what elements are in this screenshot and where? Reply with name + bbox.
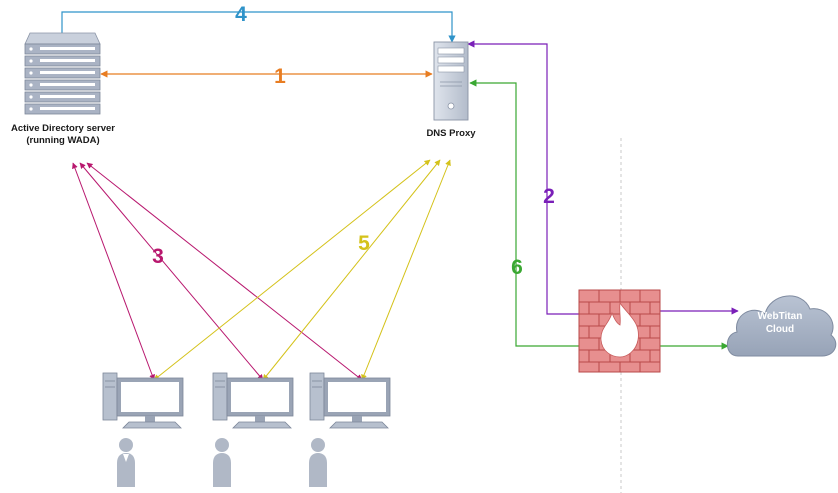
ad-server-label-line2: (running WADA) xyxy=(26,135,99,146)
step-4-label: 4 xyxy=(235,3,247,26)
dns-proxy-label: DNS Proxy xyxy=(426,128,476,139)
flow-3-line-b xyxy=(79,162,264,381)
flow-2-line xyxy=(467,40,579,315)
ad-server-label-line1: Active Directory server xyxy=(11,123,115,134)
tower-server-icon xyxy=(433,41,469,121)
user-icon xyxy=(213,438,231,487)
firewall-icon xyxy=(578,289,661,373)
workstation-icon xyxy=(102,372,184,429)
step-2-label: 2 xyxy=(543,185,555,208)
cloud-label-line2: Cloud xyxy=(766,324,794,335)
flow-3-line-a xyxy=(72,162,155,381)
flow-5-line-b xyxy=(262,159,441,381)
cloud-label-line1: WebTitan xyxy=(758,311,803,322)
workstation-icon xyxy=(309,372,391,429)
flow-5-line-c xyxy=(361,159,451,381)
step-1-label: 1 xyxy=(274,65,286,88)
workstation-icon xyxy=(212,372,294,429)
flow-5-line-a xyxy=(153,159,431,381)
step-6-label: 6 xyxy=(511,256,523,279)
step-3-label: 3 xyxy=(152,245,164,268)
step-5-label: 5 xyxy=(358,232,370,255)
server-rack-icon xyxy=(24,32,101,115)
flow-6-line xyxy=(469,79,579,347)
user-icon xyxy=(309,438,327,487)
flow-3-line-c xyxy=(86,162,363,381)
flow-4-line xyxy=(61,11,456,43)
user-icon xyxy=(117,438,135,487)
cloud-icon xyxy=(726,295,837,357)
